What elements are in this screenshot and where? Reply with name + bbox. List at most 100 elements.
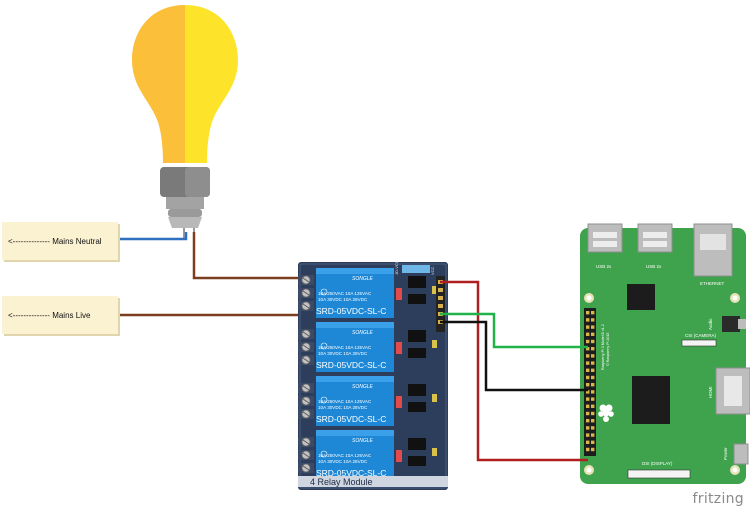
vcc-jumper	[402, 265, 430, 273]
transistor	[408, 456, 426, 466]
power-label: Power	[723, 447, 728, 460]
board-copyright-text: © Raspberry Pi 2015	[606, 333, 610, 366]
usb2-label: USB 2x	[646, 264, 662, 269]
gpio-pin	[591, 318, 595, 322]
relay-rating-2: 10A 30VDC 10A 28VDC	[318, 459, 368, 464]
header-pin	[438, 296, 443, 300]
gpio-pin	[591, 311, 595, 315]
relay-body	[316, 430, 394, 480]
ethernet-label: ETHERNET	[700, 281, 725, 286]
optocoupler	[408, 330, 426, 342]
relay-body	[316, 322, 394, 372]
audio-jack	[722, 316, 740, 332]
board-model-text: Raspberry Pi 3 Model B v1.2	[601, 324, 605, 370]
fritzing-watermark: fritzing	[692, 491, 744, 507]
relay-cert-icon	[320, 288, 328, 296]
relay-led	[396, 396, 402, 408]
green-signal-wire	[440, 312, 588, 349]
gpio-pin	[586, 447, 590, 452]
gpio-pin	[586, 419, 590, 423]
relay-rating-2: 10A 30VDC 10A 28VDC	[318, 297, 368, 302]
gpio-pin	[591, 339, 595, 344]
relay-model: SRD-05VDC-SL-C	[316, 468, 386, 478]
gpio-pin	[586, 361, 590, 365]
relay-rating-1: 10A 250VAC 10A 125VAC	[318, 345, 372, 350]
screw-terminals	[298, 275, 314, 473]
optocoupler	[408, 438, 426, 450]
transistor	[408, 402, 426, 412]
relay-rating-1: 10A 250VAC 10A 125VAC	[318, 399, 372, 404]
gpio-pin	[591, 368, 595, 372]
relay-brand: SONGLE	[352, 384, 374, 390]
relay-led	[396, 450, 402, 462]
relay-body	[316, 376, 394, 426]
relay-brand: SONGLE	[352, 276, 374, 282]
gpio-pin	[586, 311, 590, 315]
transistor	[408, 348, 426, 358]
gpio-pin	[591, 419, 595, 423]
bulb-glass-right	[185, 5, 238, 163]
gpio-pin	[586, 354, 590, 358]
optocoupler-column	[396, 276, 437, 466]
resistor	[432, 286, 437, 294]
gpio-pin	[586, 332, 590, 336]
gpio-pin	[586, 318, 590, 322]
gpio-pin	[586, 397, 590, 401]
relay-brand: SONGLE	[352, 330, 374, 336]
gpio-pin	[586, 368, 590, 372]
resistor	[432, 340, 437, 348]
bulb-glass-left	[132, 5, 185, 163]
gpio-pin	[591, 390, 595, 394]
relay-rating-1: 10A 250VAC 10A 125VAC	[318, 453, 372, 458]
signal-wires	[440, 280, 588, 462]
header-pin	[438, 304, 443, 308]
relay-cert-icon	[320, 342, 328, 350]
gpio-pin	[591, 347, 595, 351]
relay-module-title: 4 Relay Module	[310, 477, 373, 487]
gpio-pin	[586, 433, 590, 437]
optocoupler	[408, 276, 426, 288]
bulb-to-relay-wire	[192, 232, 304, 280]
audio-label: Audio	[708, 318, 713, 330]
gpio-pin	[586, 426, 590, 430]
raspberry-pi: USB 2x USB 2x ETHERNET Audio CSI (CAMERA…	[580, 223, 750, 484]
relay-brand: SONGLE	[352, 438, 374, 444]
gpio-pin	[591, 404, 595, 408]
light-bulb	[132, 5, 238, 240]
usb1-label: USB 2x	[596, 264, 612, 269]
csi-connector	[681, 339, 717, 347]
relay-body	[316, 268, 394, 318]
hdmi-label: HDMI	[708, 387, 713, 399]
mains-neutral-label: <-------------- Mains Neutral	[8, 236, 102, 246]
power-port	[733, 443, 749, 465]
gpio-pin	[586, 404, 590, 408]
red-vcc-wire	[440, 280, 588, 462]
gpio-pin	[591, 426, 595, 430]
relay-led	[396, 288, 402, 300]
gpio-pin	[586, 375, 590, 380]
gpio-pin	[586, 390, 590, 394]
gpio-pin	[591, 332, 595, 336]
bulb-base-bottom	[168, 217, 202, 228]
gpio-pin	[586, 383, 590, 387]
csi-label: CSI (CAMERA)	[685, 333, 717, 338]
gpio-pin	[591, 354, 595, 358]
resistor	[432, 394, 437, 402]
gpio-pin	[586, 325, 590, 329]
gpio-pin	[591, 325, 595, 329]
gpio-pin	[586, 411, 590, 416]
dsi-connector	[627, 469, 691, 479]
usb-controller-chip	[627, 284, 655, 310]
bulb-base-mid	[166, 197, 204, 209]
mains-live-label: <-------------- Mains Live	[8, 310, 91, 320]
mains-neutral-note: <-------------- Mains Neutral	[2, 222, 118, 260]
relay-led	[396, 342, 402, 354]
neutral-wire	[118, 232, 188, 241]
gpio-pin	[591, 383, 595, 387]
gpio-pin	[591, 440, 595, 444]
gpio-pin	[591, 375, 595, 380]
